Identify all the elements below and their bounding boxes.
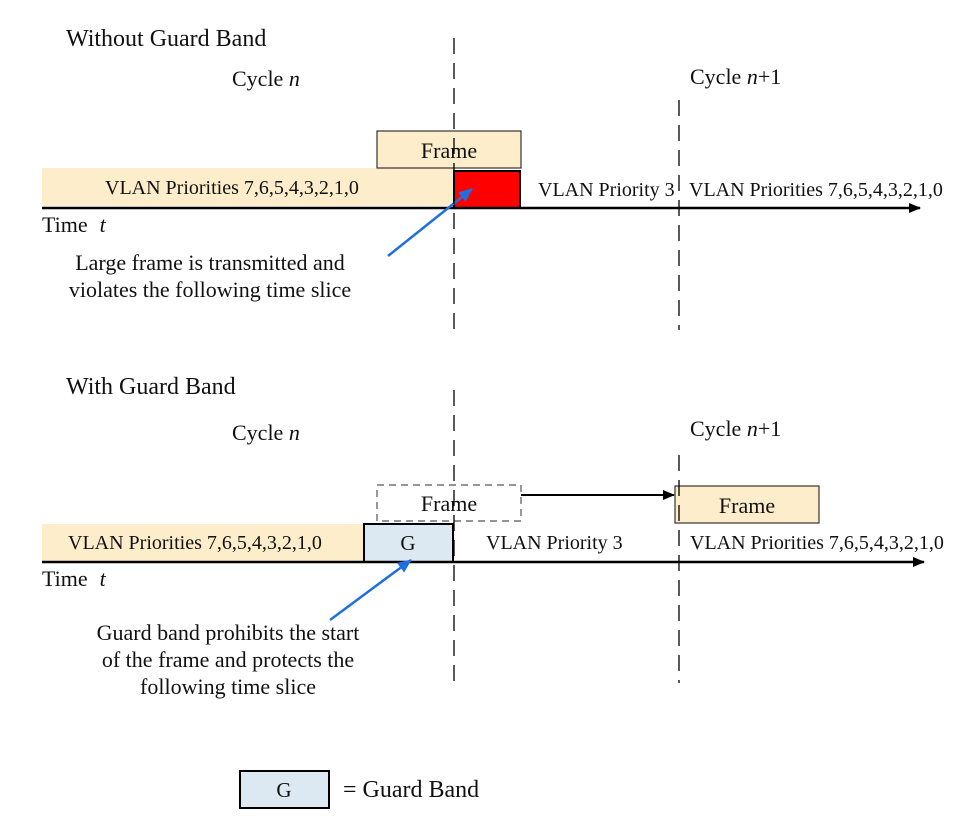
frame-label: Frame: [421, 138, 477, 163]
heading-without-guard-band: Without Guard Band: [66, 26, 266, 52]
priorities-segment-label: VLAN Priorities 7,6,5,4,3,2,1,0: [105, 177, 359, 199]
next-priorities-segment-label: VLAN Priorities 7,6,5,4,3,2,1,0: [689, 179, 943, 201]
next-priorities-segment-label: VLAN Priorities 7,6,5,4,3,2,1,0: [690, 532, 944, 554]
deferred-frame-label: Frame: [719, 493, 775, 518]
prohibited-frame-box: [376, 484, 522, 522]
annotation-line-2: of the frame and protects the: [102, 647, 354, 672]
panel-without-guard-band: Without Guard Band Cycle n Cycle n+1 VLA…: [42, 26, 943, 302]
large-frame-block: [453, 170, 521, 209]
priorities-segment: [42, 168, 454, 206]
deferred-frame-box: [674, 485, 820, 524]
heading-with-guard-band: With Guard Band: [66, 374, 236, 400]
guard-band-label: G: [400, 531, 415, 555]
annotation-arrow: [329, 558, 412, 622]
frame-label-box: [376, 130, 522, 169]
cycle-n-plus-1-label: Cycle n+1: [690, 416, 781, 441]
annotation-line-1: Guard band prohibits the start: [97, 620, 360, 645]
priorities-segment: [42, 524, 364, 561]
legend: G = Guard Band: [239, 770, 479, 809]
cycle-n-label: Cycle n: [232, 66, 300, 91]
legend-guard-band-text: = Guard Band: [343, 777, 479, 803]
annotation-line-3: following time slice: [140, 674, 316, 699]
cycle-n-plus-1-label: Cycle n+1: [690, 64, 781, 89]
prohibited-frame-label: Frame: [421, 491, 477, 516]
legend-guard-band-symbol: [239, 770, 330, 809]
legend-guard-band-symbol-label: G: [276, 778, 291, 802]
cycle-n-label: Cycle n: [232, 420, 300, 445]
priorities-segment-label: VLAN Priorities 7,6,5,4,3,2,1,0: [68, 532, 322, 554]
priority3-segment-label: VLAN Priority 3: [486, 532, 623, 554]
annotation-line-1: Large frame is transmitted and: [75, 250, 345, 275]
panel-with-guard-band: With Guard Band Cycle n Cycle n+1 Frame …: [42, 374, 944, 699]
annotation-line-2: violates the following time slice: [69, 277, 351, 302]
priority3-segment-label: VLAN Priority 3: [538, 179, 675, 201]
annotation-arrow: [387, 188, 473, 257]
